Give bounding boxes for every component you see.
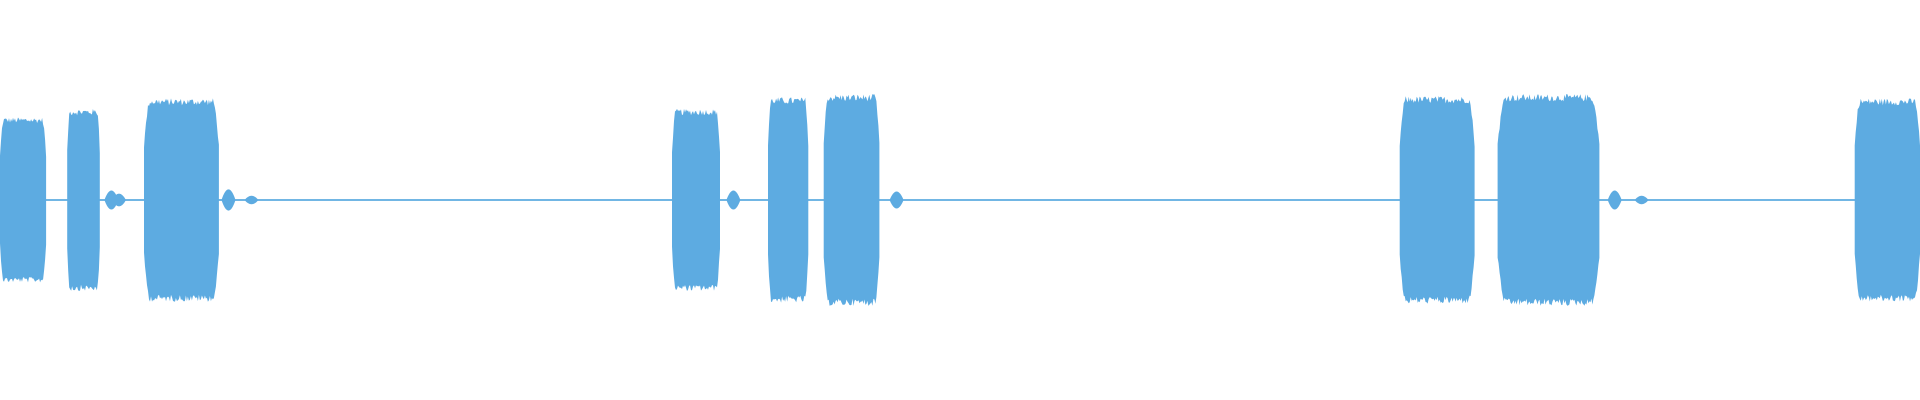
waveform-burst (1399, 96, 1475, 304)
waveform-burst (67, 109, 100, 292)
waveform-blip (1634, 195, 1649, 205)
waveform-burst (144, 98, 219, 302)
waveform-burst (0, 117, 47, 283)
waveform-blip (112, 193, 126, 207)
waveform-burst (1497, 94, 1600, 306)
waveform-blip (726, 190, 741, 210)
waveform-burst (672, 108, 720, 292)
waveform-burst (823, 94, 880, 306)
waveform-burst (1854, 98, 1920, 302)
waveform-blip (1607, 190, 1622, 210)
waveform-blip (221, 189, 236, 211)
waveform-blip (104, 190, 119, 210)
waveform-blip (244, 195, 259, 205)
waveform-blip (889, 191, 904, 209)
waveform-burst (768, 97, 809, 303)
waveform-signal (0, 94, 1920, 306)
